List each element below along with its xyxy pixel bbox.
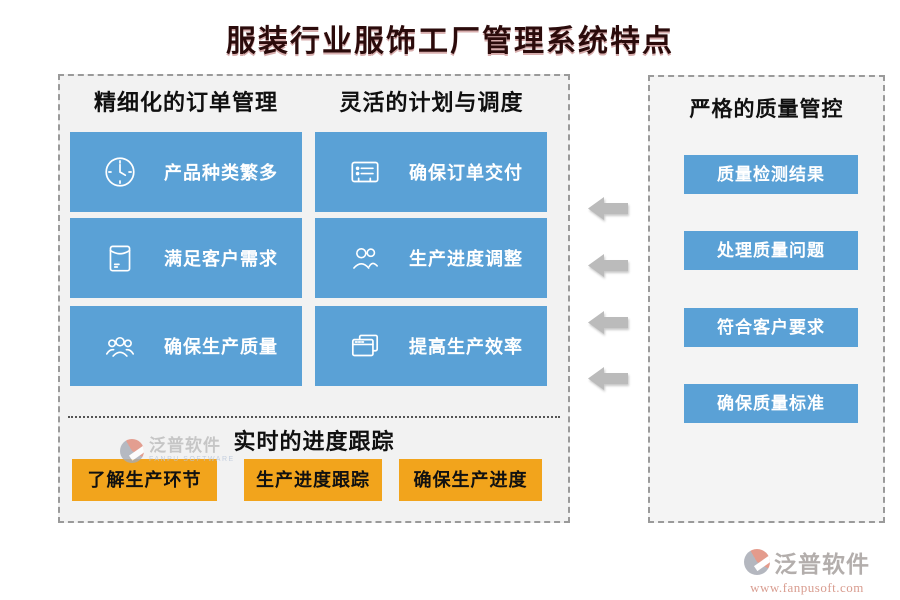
watermark-url: www.fanpusoft.com	[750, 580, 864, 595]
progress-box-ensure-progress: 确保生产进度	[399, 459, 542, 501]
feature-box-production-quality: 确保生产质量	[70, 306, 302, 386]
feature-label: 确保生产质量	[164, 337, 278, 357]
feature-box-product-variety: 产品种类繁多	[70, 132, 302, 212]
feature-box-production-efficiency: 提高生产效率	[315, 306, 547, 386]
feature-box-order-delivery: 确保订单交付	[315, 132, 547, 212]
progress-box-know-production-links: 了解生产环节	[72, 459, 217, 501]
users-icon	[347, 240, 383, 276]
quality-box-ensure-standards: 确保质量标准	[684, 384, 858, 423]
quality-box-meet-customer-requirements: 符合客户要求	[684, 308, 858, 347]
envelope-icon	[102, 240, 138, 276]
team-icon	[102, 328, 138, 364]
windows-icon	[347, 328, 383, 364]
feature-label: 满足客户需求	[164, 249, 278, 269]
watermark-bottom-right: 泛普软件 www.fanpusoft.com	[744, 545, 870, 596]
column-header-planning-scheduling: 灵活的计划与调度	[339, 90, 524, 115]
feature-label: 提高生产效率	[409, 337, 523, 357]
order-form-icon	[347, 154, 383, 190]
left-arrow-icon	[588, 194, 628, 223]
column-header-order-management: 精细化的订单管理	[93, 90, 278, 115]
feature-label: 产品种类繁多	[164, 163, 278, 183]
page-title: 服装行业服饰工厂管理系统特点	[226, 25, 674, 58]
order-and-planning-panel: 精细化的订单管理 灵活的计划与调度 产品种类繁多 满足客户需求	[58, 74, 570, 523]
feature-box-schedule-adjustment: 生产进度调整	[315, 218, 547, 298]
quality-panel-header: 严格的质量管控	[689, 97, 844, 121]
fanpu-logo-icon	[744, 549, 770, 575]
feature-box-customer-needs: 满足客户需求	[70, 218, 302, 298]
progress-section-header: 实时的进度跟踪	[233, 429, 395, 454]
clock-icon	[102, 154, 138, 190]
feature-label: 确保订单交付	[409, 163, 523, 183]
feature-label: 生产进度调整	[409, 249, 523, 269]
quality-box-inspection-results: 质量检测结果	[684, 155, 858, 194]
left-arrow-icon	[588, 251, 628, 280]
left-arrow-icon	[588, 364, 628, 393]
watermark-brand-name: 泛普软件	[774, 552, 870, 577]
quality-control-panel: 严格的质量管控 质量检测结果 处理质量问题 符合客户要求 确保质量标准	[648, 75, 885, 523]
quality-box-handle-issues: 处理质量问题	[684, 231, 858, 270]
progress-box-progress-tracking: 生产进度跟踪	[244, 459, 382, 501]
left-arrow-icon	[588, 308, 628, 337]
dotted-divider	[68, 416, 560, 418]
